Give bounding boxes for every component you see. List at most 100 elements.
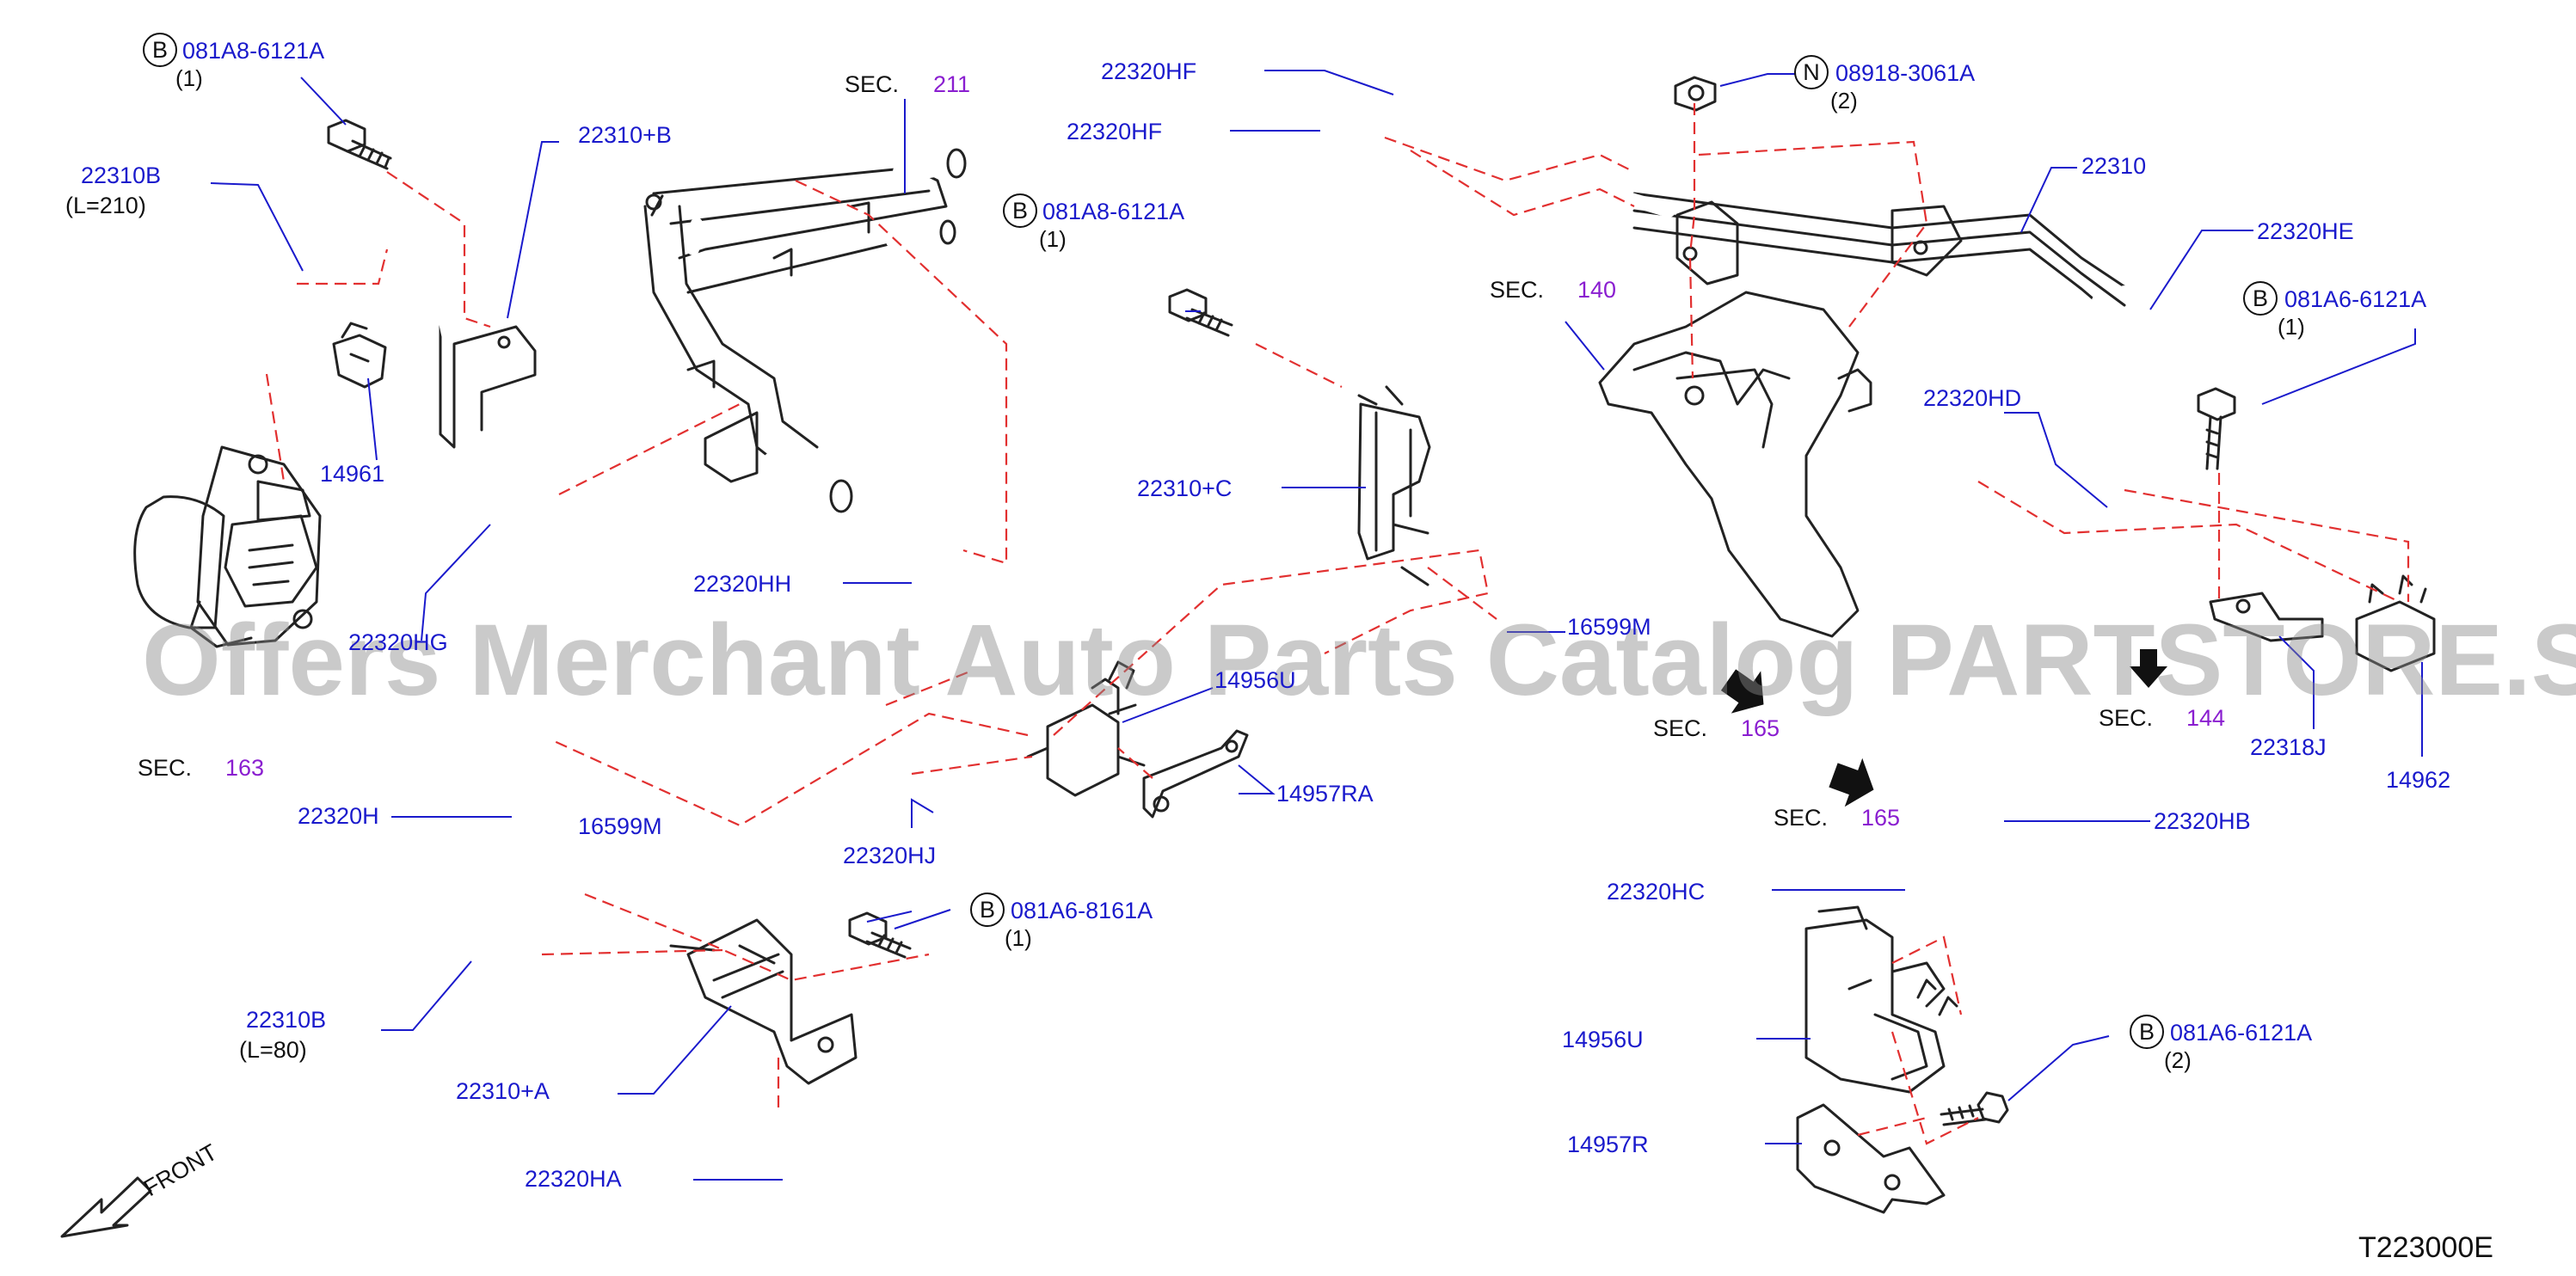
label-22310[interactable]: 22310 xyxy=(2081,153,2146,179)
callout-part-number: 081A6-6121A xyxy=(2170,1020,2312,1046)
label-22310B-low[interactable]: 22310B xyxy=(246,1007,326,1033)
callout-part-number: 081A6-8161A xyxy=(1011,898,1153,923)
label-22310B-low-length: (L=80) xyxy=(239,1037,307,1063)
callout-bolt-right[interactable]: B 081A6-6121A (1) xyxy=(2243,281,2426,340)
front-label: FRONT xyxy=(139,1139,222,1201)
hose-22320HH xyxy=(904,522,979,660)
callout-bolt-mid[interactable]: B 081A8-6121A (1) xyxy=(1003,193,1184,252)
callout-nut-top-right[interactable]: N 08918-3061A (2) xyxy=(1794,55,1975,113)
section-number: 211 xyxy=(933,71,970,97)
label-22320HF-2[interactable]: 22320HF xyxy=(1067,119,1162,144)
label-14961[interactable]: 14961 xyxy=(320,461,384,487)
label-22320HF-1[interactable]: 22320HF xyxy=(1101,58,1196,84)
label-22320HC[interactable]: 22320HC xyxy=(1607,879,1705,905)
label-16599M-mid[interactable]: 16599M xyxy=(1567,614,1651,640)
section-arrows xyxy=(1720,649,2167,807)
callout-bolt-lower[interactable]: B 081A6-8161A (1) xyxy=(970,893,1153,951)
hoses-22320HF xyxy=(1303,90,1427,369)
section-number: 165 xyxy=(1741,715,1780,741)
section-number: 144 xyxy=(2186,705,2225,731)
label-22310B-top[interactable]: 22310B xyxy=(81,163,161,188)
callout-quantity: (1) xyxy=(175,65,203,91)
section-number: 163 xyxy=(225,755,264,781)
label-22320H[interactable]: 22320H xyxy=(298,803,379,829)
bracket-22310A-plus xyxy=(669,918,858,1085)
callout-prefix: N xyxy=(1803,59,1820,85)
clip-14961 xyxy=(332,322,387,389)
hoses-22320-long xyxy=(1859,285,2195,970)
hose-22320H xyxy=(495,705,592,901)
intake-manifold-sec140 xyxy=(1598,291,1872,638)
section-prefix: SEC. xyxy=(845,71,899,97)
hose-22310B-low xyxy=(464,930,549,961)
callout-part-number: 081A8-6121A xyxy=(1042,199,1184,224)
bracket-22310C-plus xyxy=(1357,385,1431,586)
bracket-14957R xyxy=(1796,1103,1946,1214)
callout-prefix: B xyxy=(2139,1019,2155,1045)
section-ref-165-b[interactable]: SEC. 165 xyxy=(1774,805,1900,831)
label-22310-plus-A[interactable]: 22310+A xyxy=(456,1078,550,1104)
label-14956U-mid[interactable]: 14956U xyxy=(1214,667,1296,693)
callout-quantity: (2) xyxy=(2164,1047,2192,1073)
label-22320HH[interactable]: 22320HH xyxy=(693,571,791,597)
bolt-081A6-lower xyxy=(848,911,912,959)
callout-prefix: B xyxy=(152,37,168,63)
section-ref-211[interactable]: SEC. 211 xyxy=(845,71,970,97)
label-14962[interactable]: 14962 xyxy=(2386,767,2450,793)
label-22320HB[interactable]: 22320HB xyxy=(2154,808,2251,834)
section-prefix: SEC. xyxy=(2099,705,2153,731)
section-ref-144[interactable]: SEC. 144 xyxy=(2099,705,2225,731)
hose-22320HG xyxy=(473,475,566,525)
section-ref-140[interactable]: SEC. 140 xyxy=(1490,277,1616,303)
callout-prefix: B xyxy=(1012,198,1028,224)
label-22320HG[interactable]: 22320HG xyxy=(348,629,448,655)
relationship-dashes xyxy=(265,103,2410,1145)
label-22320HE[interactable]: 22320HE xyxy=(2257,218,2354,244)
section-ref-165-a[interactable]: SEC. 165 xyxy=(1653,715,1780,741)
watermark: Offers Merchant Auto Parts Catalog PARTS… xyxy=(142,604,2576,717)
connector-16599M-low xyxy=(624,890,667,918)
label-14956U[interactable]: 14956U xyxy=(1562,1027,1644,1052)
label-22310-plus-B[interactable]: 22310+B xyxy=(578,122,672,148)
callout-bolt-top-left[interactable]: B 081A8-6121A (1) xyxy=(143,33,324,91)
callout-part-number: 081A6-6121A xyxy=(2284,286,2426,312)
section-number: 140 xyxy=(1577,277,1616,303)
nut-08918 xyxy=(1674,76,1717,112)
bracket-22310B-plus xyxy=(434,298,537,449)
callout-part-number: 08918-3061A xyxy=(1835,60,1975,86)
label-14957R[interactable]: 14957R xyxy=(1567,1132,1649,1157)
callout-quantity: (1) xyxy=(1039,226,1067,252)
section-prefix: SEC. xyxy=(138,755,192,781)
label-22320HD[interactable]: 22320HD xyxy=(1923,385,2021,411)
callout-quantity: (1) xyxy=(2278,314,2305,340)
callout-prefix: B xyxy=(2253,285,2268,311)
label-22310-plus-C[interactable]: 22310+C xyxy=(1137,475,1232,501)
bolt-081A8-mid xyxy=(1168,288,1233,337)
section-prefix: SEC. xyxy=(1653,715,1707,741)
bolt-081A8-top-left xyxy=(327,119,392,170)
diagram-code: T223000E xyxy=(2358,1231,2493,1264)
label-22318J[interactable]: 22318J xyxy=(2250,734,2327,760)
label-14957RA[interactable]: 14957RA xyxy=(1276,781,1374,807)
water-outlet-sec211 xyxy=(643,148,967,513)
label-22320HA[interactable]: 22320HA xyxy=(525,1166,622,1192)
thermostat-housing xyxy=(133,445,322,648)
label-22320HJ[interactable]: 22320HJ xyxy=(843,843,936,868)
bolt-081A6-right xyxy=(2197,387,2236,470)
callout-quantity: (1) xyxy=(1005,925,1032,951)
section-prefix: SEC. xyxy=(1774,805,1828,831)
section-number: 165 xyxy=(1861,805,1900,831)
solenoid-14956U xyxy=(1804,905,1958,1094)
label-16599M-low[interactable]: 16599M xyxy=(578,813,662,839)
pipe-assembly-22310 xyxy=(1619,191,2135,320)
hose-22310B-top xyxy=(250,220,428,378)
bolt-081A6-bottom-right xyxy=(1940,1091,2009,1126)
callout-quantity: (2) xyxy=(1830,88,1858,113)
section-ref-163[interactable]: SEC. 163 xyxy=(138,755,264,781)
connector-16599M-mid xyxy=(1458,607,1501,635)
callout-bolt-bottom-right[interactable]: B 081A6-6121A (2) xyxy=(2130,1015,2312,1073)
callout-prefix: B xyxy=(980,897,995,923)
leader-lines xyxy=(210,70,2423,1181)
hose-22320HJ xyxy=(922,788,1013,834)
